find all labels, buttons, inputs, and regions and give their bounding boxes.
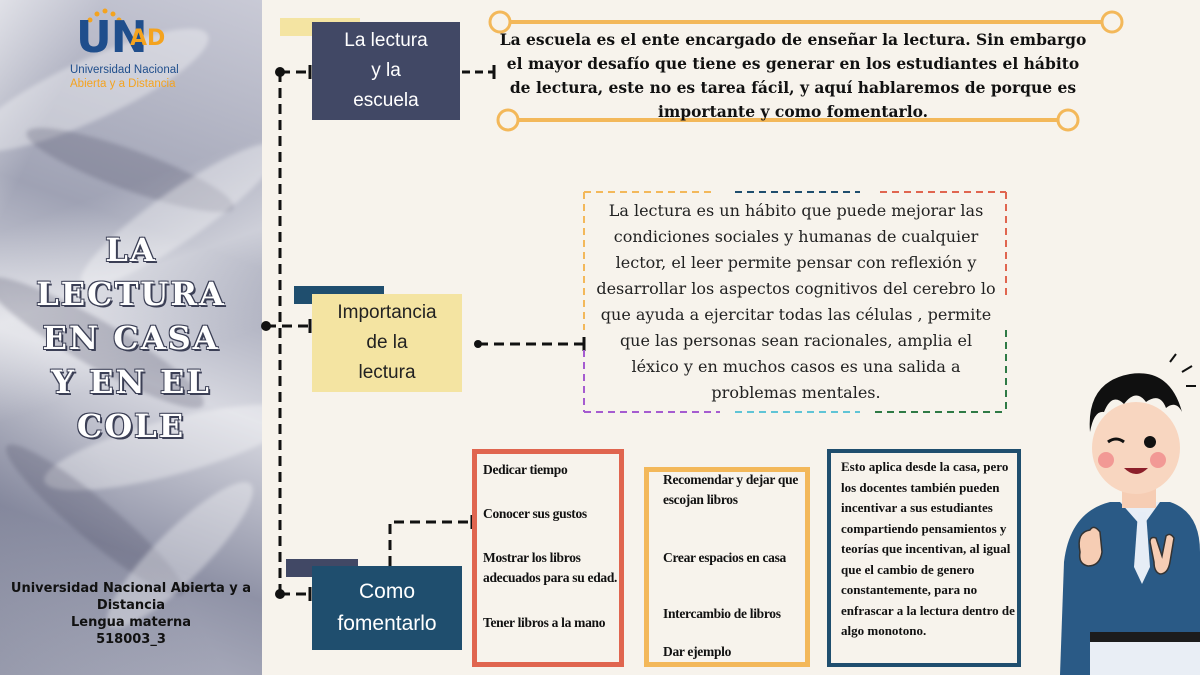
logo-mark-suffix: AD bbox=[130, 26, 166, 51]
logo-line-1: Universidad Nacional bbox=[70, 64, 179, 76]
tips-list-red: Dedicar tiempo Conocer sus gustos Mostra… bbox=[472, 449, 624, 667]
left-panel: UN AD Universidad Nacional Abierta y a D… bbox=[0, 0, 262, 675]
unad-logo: UN AD Universidad Nacional Abierta y a D… bbox=[70, 8, 200, 90]
topic-label-line-1: La lectura bbox=[344, 30, 428, 51]
topic-box: Importancia de la lectura bbox=[312, 294, 462, 392]
tips-note-text: Esto aplica desde la casa, pero los doce… bbox=[841, 459, 1015, 638]
importance-text: La lectura es un hábito que puede mejora… bbox=[596, 201, 996, 402]
topic-label-line-2: de la bbox=[366, 332, 408, 353]
footer-line-1: Universidad Nacional Abierta y a bbox=[10, 581, 252, 596]
tips-list-orange: Recomendar y dejar que escojan libros Cr… bbox=[644, 467, 810, 667]
title-line-4: COLE bbox=[76, 407, 186, 445]
topic-label-line-1: Como bbox=[358, 580, 416, 603]
logo-mark: UN bbox=[76, 12, 148, 63]
list-item: Recomendar y dejar que escojan libros bbox=[663, 472, 799, 507]
topic-label-line-3: escuela bbox=[353, 90, 419, 111]
title-line-3: Y EN EL bbox=[51, 363, 211, 401]
topic-box: La lectura y la escuela bbox=[312, 22, 460, 120]
topic-label-line-1: Importancia bbox=[337, 302, 437, 323]
topic-box: Como fomentarlo bbox=[312, 566, 462, 650]
logo-dots-icon bbox=[87, 8, 122, 23]
list-item: Intercambio de libros bbox=[663, 606, 781, 621]
list-item: Crear espacios en casa bbox=[663, 550, 787, 565]
footer-info: Universidad Nacional Abierta y a Distanc… bbox=[6, 580, 256, 648]
tips-note-navy: Esto aplica desde la casa, pero los doce… bbox=[827, 449, 1021, 667]
topic-label-line-2: y la bbox=[371, 60, 401, 81]
intro-text: La escuela es el ente encargado de enseñ… bbox=[499, 30, 1087, 121]
topic-label-line-2: fomentarlo bbox=[337, 612, 437, 635]
list-item: Dedicar tiempo bbox=[483, 462, 568, 477]
list-item: Conocer sus gustos bbox=[483, 506, 587, 521]
title-line-1: LA LECTURA bbox=[36, 231, 226, 313]
list-item: Tener libros a la mano bbox=[483, 615, 606, 630]
student-character-illustration bbox=[1060, 353, 1200, 675]
footer-line-2: Distancia bbox=[96, 598, 166, 613]
footer-line-4: 518003_3 bbox=[96, 632, 166, 647]
list-item: Dar ejemplo bbox=[663, 644, 732, 659]
topic-label-line-3: lectura bbox=[358, 362, 416, 383]
logo-line-2: Abierta y a Distancia bbox=[70, 78, 176, 90]
footer-line-3: Lengua materna bbox=[70, 615, 191, 630]
list-item: Mostrar los libros adecuados para su eda… bbox=[483, 550, 618, 585]
main-title: LA LECTURA EN CASA Y EN EL COLE bbox=[14, 228, 248, 448]
title-line-2: EN CASA bbox=[42, 319, 220, 357]
